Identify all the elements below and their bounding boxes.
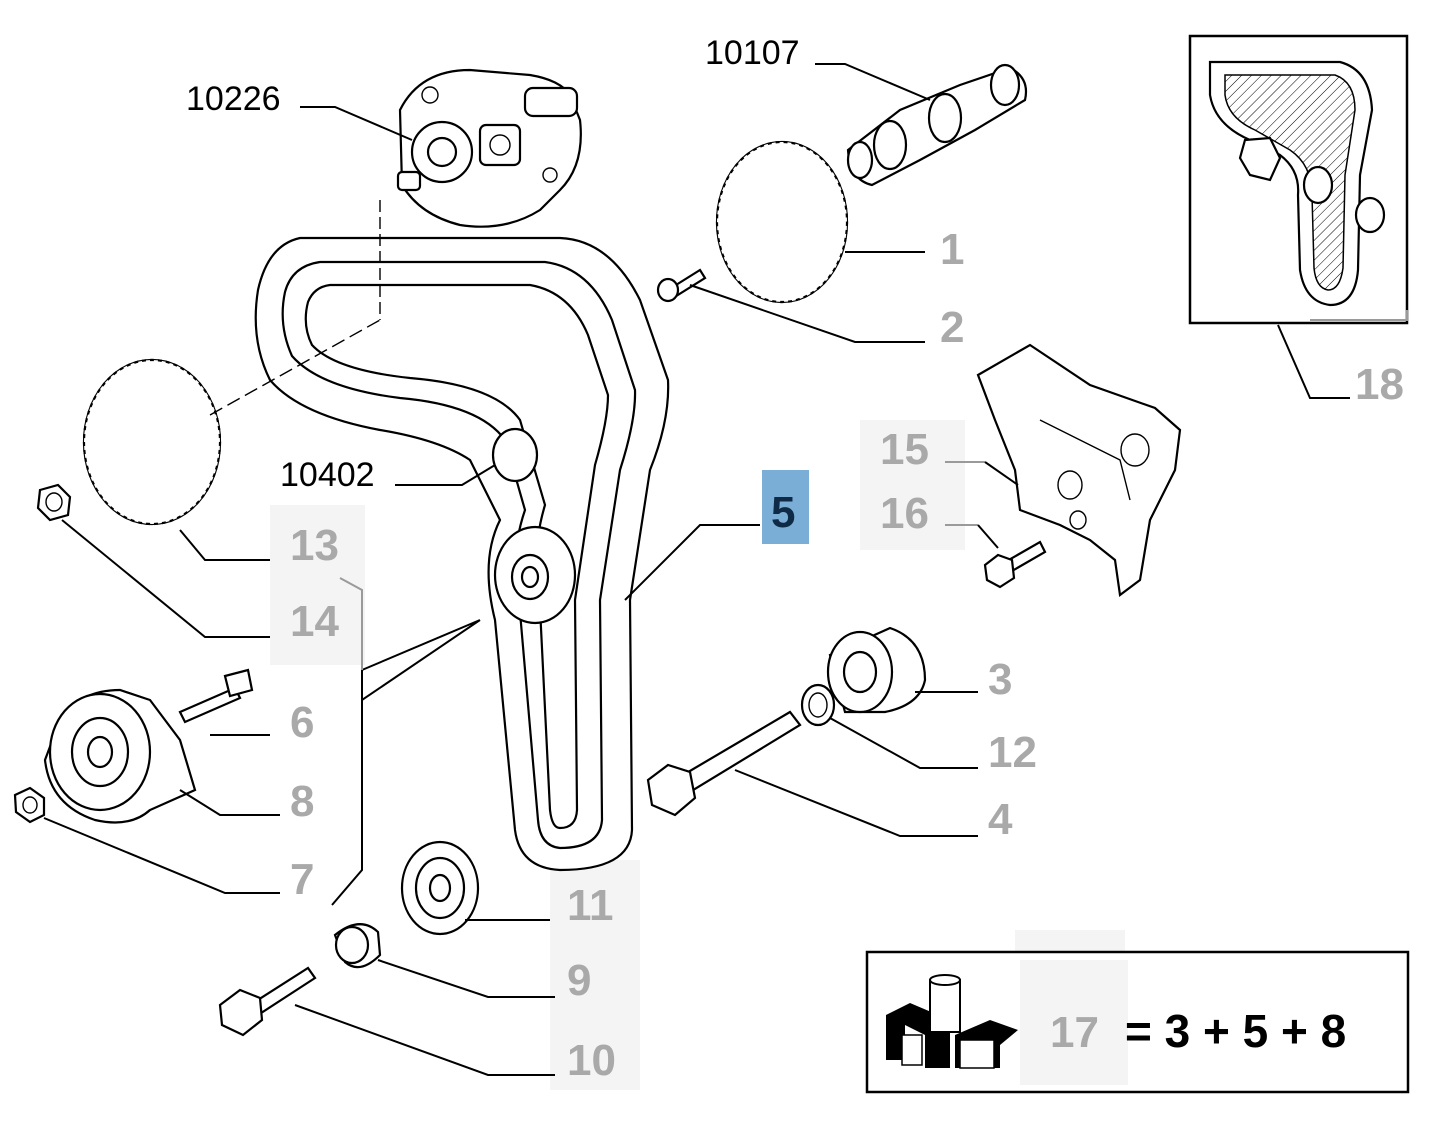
callout-14[interactable]: 14 xyxy=(290,597,339,646)
tensioner-bolt[interactable] xyxy=(178,668,254,724)
camshaft-pulley[interactable] xyxy=(715,140,849,304)
leader-lines xyxy=(43,63,1019,1076)
selected-callout-highlight[interactable] xyxy=(762,470,809,544)
kit-formula: = 3 + 5 + 8 xyxy=(1125,1005,1346,1057)
bracket-bolt[interactable] xyxy=(983,540,1047,589)
roller-washer[interactable] xyxy=(800,683,836,727)
callout-6[interactable]: 6 xyxy=(290,698,314,747)
crankshaft-nut[interactable] xyxy=(36,483,72,522)
camshaft[interactable] xyxy=(846,63,1028,187)
callout-5[interactable]: 5 xyxy=(771,488,795,537)
inset-leader xyxy=(1277,310,1408,399)
tensioner-nut[interactable] xyxy=(13,786,46,824)
guide-roller[interactable] xyxy=(826,626,927,714)
ref-code-belt-path: 10402 xyxy=(280,456,375,494)
ref-code-injection-pump: 10226 xyxy=(186,80,281,118)
idler-bolt[interactable] xyxy=(218,966,317,1037)
belt-idler-roller[interactable] xyxy=(491,427,539,483)
roller-bolt[interactable] xyxy=(646,710,802,817)
belt-tensioner[interactable] xyxy=(43,688,197,824)
callout-17[interactable]: 17 xyxy=(1050,1008,1099,1057)
belt-idler-pulley[interactable] xyxy=(493,525,577,625)
idler-spacer[interactable] xyxy=(333,923,382,969)
injection-pump[interactable] xyxy=(379,68,582,320)
inset-view xyxy=(1188,34,1409,325)
kit-logo xyxy=(886,974,1018,1069)
kit-box xyxy=(865,950,1410,1094)
callout-7[interactable]: 7 xyxy=(290,855,314,904)
callout-1[interactable]: 1 xyxy=(940,225,964,274)
callout-12[interactable]: 12 xyxy=(988,728,1037,777)
callout-4[interactable]: 4 xyxy=(988,795,1013,844)
camshaft-pulley-bolt[interactable] xyxy=(656,268,707,303)
callout-8[interactable]: 8 xyxy=(290,777,314,826)
belt-cover-bracket[interactable] xyxy=(976,343,1182,597)
callout-3[interactable]: 3 xyxy=(988,655,1012,704)
idler-pulley[interactable] xyxy=(400,840,480,936)
callout-9[interactable]: 9 xyxy=(567,956,591,1005)
callout-15[interactable]: 15 xyxy=(880,425,929,474)
callout-16[interactable]: 16 xyxy=(880,489,929,538)
callout-10[interactable]: 10 xyxy=(567,1036,616,1085)
callout-18[interactable]: 18 xyxy=(1355,360,1404,409)
callout-13[interactable]: 13 xyxy=(290,521,339,570)
callout-11[interactable]: 11 xyxy=(567,881,614,930)
ref-code-camshaft: 10107 xyxy=(705,34,800,72)
callout-2[interactable]: 2 xyxy=(940,303,964,352)
crankshaft-pulley[interactable] xyxy=(82,319,381,526)
